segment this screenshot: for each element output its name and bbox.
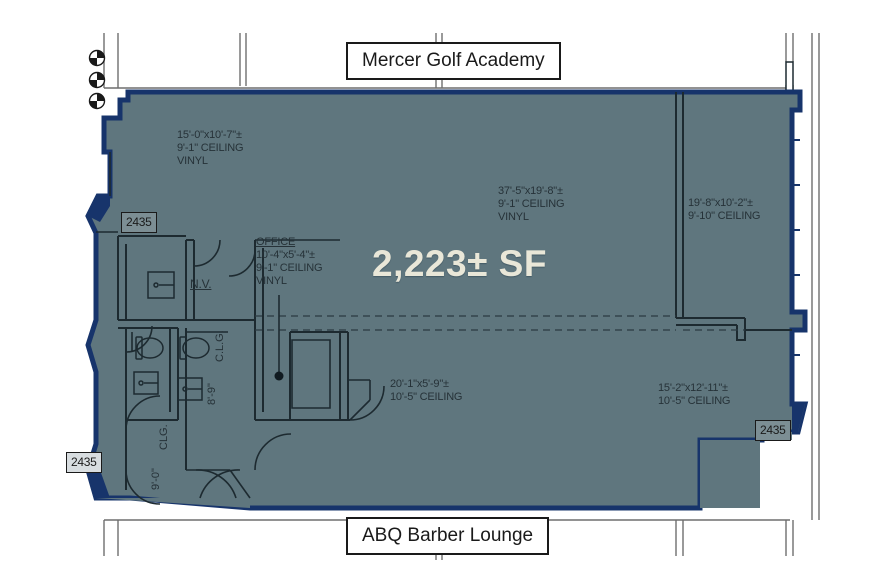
room-note-line: 15'-0"x10'-7"± <box>177 129 242 141</box>
room-note-lower-center: 20'-1"x5'-9"± 10'-5" CEILING <box>390 378 462 404</box>
room-note-right-lower: 15'-2"x12'-11"± 10'-5" CEILING <box>658 382 730 408</box>
room-note-title: OFFICE <box>256 236 296 248</box>
room-note-right-upper: 19'-8"x10'-2"± 9'-10" CEILING <box>688 197 760 223</box>
label-nv: N.V. <box>190 277 212 291</box>
room-note-line: 20'-1"x5'-9"± <box>390 378 449 390</box>
grid-marker-group <box>88 49 106 110</box>
vertical-note-vestibule-height: 9'-0" <box>150 468 162 490</box>
door-swings <box>125 239 385 505</box>
room-note-line: VINYL <box>256 275 287 287</box>
vertical-note-vestibule-clg: CLG. <box>158 424 170 450</box>
suite-tag-left-lower: 2435 <box>66 452 102 473</box>
room-note-line: 10'-4"x5'-4"± <box>256 249 315 261</box>
right-window-mullions <box>792 139 800 356</box>
room-note-line: 19'-8"x10'-2"± <box>688 197 753 209</box>
room-note-center: 37'-5"x19'-8"± 9'-1" CEILING VINYL <box>498 185 565 224</box>
grid-marker-3 <box>88 92 106 110</box>
room-note-office: OFFICE 10'-4"x5'-4"± 9'-1" CEILING VINYL <box>256 236 323 288</box>
room-note-line: 37'-5"x19'-8"± <box>498 185 563 197</box>
room-note-line: VINYL <box>498 211 529 223</box>
suite-fill-outline <box>88 92 806 508</box>
vertical-note-restroom-clg: C.L.G. <box>214 330 226 362</box>
grid-marker-1 <box>88 49 106 67</box>
suite-tag-right: 2435 <box>755 420 791 441</box>
room-note-line: 10'-5" CEILING <box>390 391 463 403</box>
suite-tag-left-upper: 2435 <box>121 212 157 233</box>
plumbing-fixtures <box>133 271 228 401</box>
suite-fill-patches <box>96 404 805 508</box>
grid-marker-2 <box>88 71 106 89</box>
room-note-line: 9'-1" CEILING <box>256 262 323 274</box>
office-leader-line <box>274 295 284 381</box>
room-note-line: 9'-10" CEILING <box>688 210 761 222</box>
top-right-notch <box>785 61 794 98</box>
room-note-line: 9'-1" CEILING <box>498 198 565 210</box>
entry-chamfer-accents <box>88 196 805 498</box>
tenant-label-top: Mercer Golf Academy <box>346 42 561 80</box>
room-note-line: VINYL <box>177 155 208 167</box>
room-note-upper-left: 15'-0"x10'-7"± 9'-1" CEILING VINYL <box>177 129 244 168</box>
vertical-note-restroom-height: 8'-9" <box>206 383 218 405</box>
tenant-label-bottom: ABQ Barber Lounge <box>346 517 550 555</box>
ceiling-change-lines <box>255 315 745 331</box>
suite-area-label: 2,223± SF <box>372 243 547 284</box>
interior-walls <box>96 92 792 499</box>
room-note-line: 10'-5" CEILING <box>658 395 731 407</box>
room-note-line: 9'-1" CEILING <box>177 142 244 154</box>
room-note-line: 15'-2"x12'-11"± <box>658 382 728 394</box>
